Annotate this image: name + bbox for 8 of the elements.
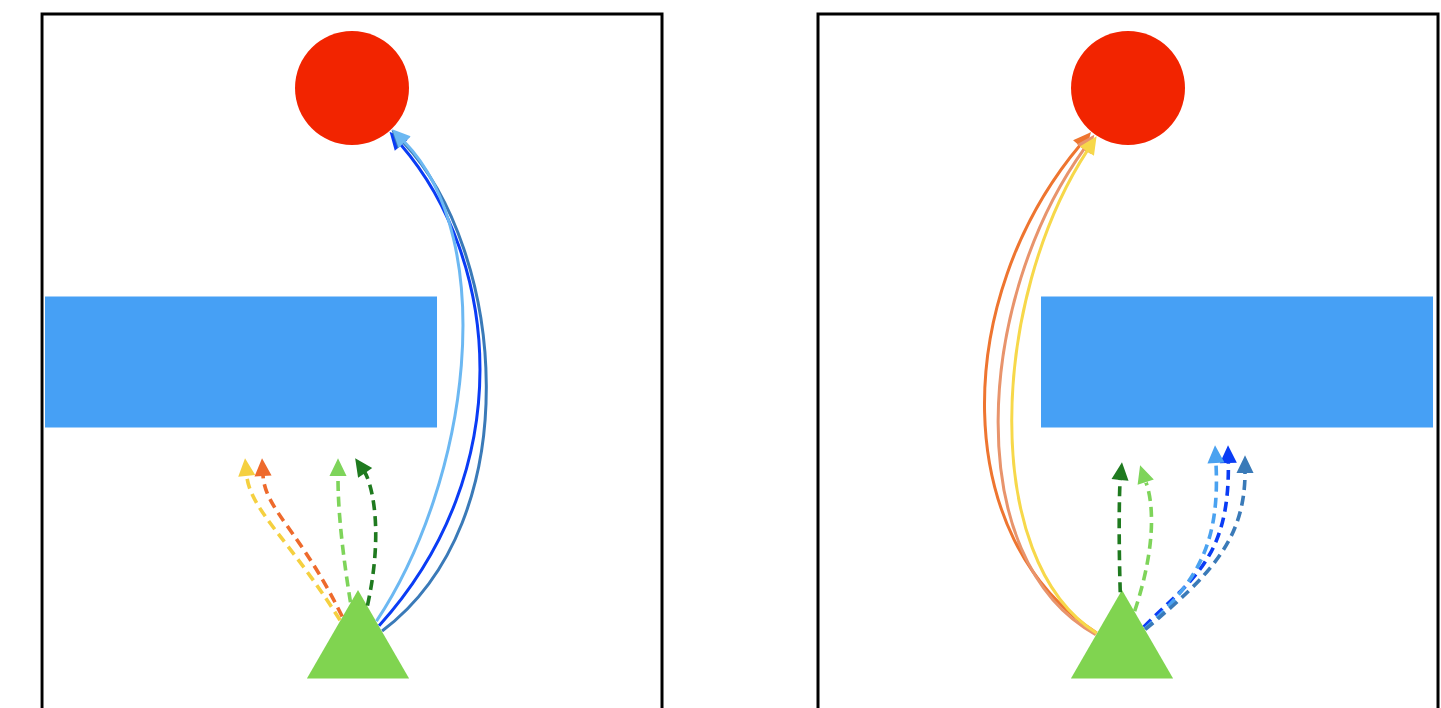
bar [45,296,437,428]
circle [295,31,409,145]
panel-frame [816,12,1440,708]
circle [1071,31,1185,145]
triangle [1070,590,1174,679]
bar [1041,296,1433,428]
triangle [306,590,410,679]
panel-frame [40,12,664,708]
